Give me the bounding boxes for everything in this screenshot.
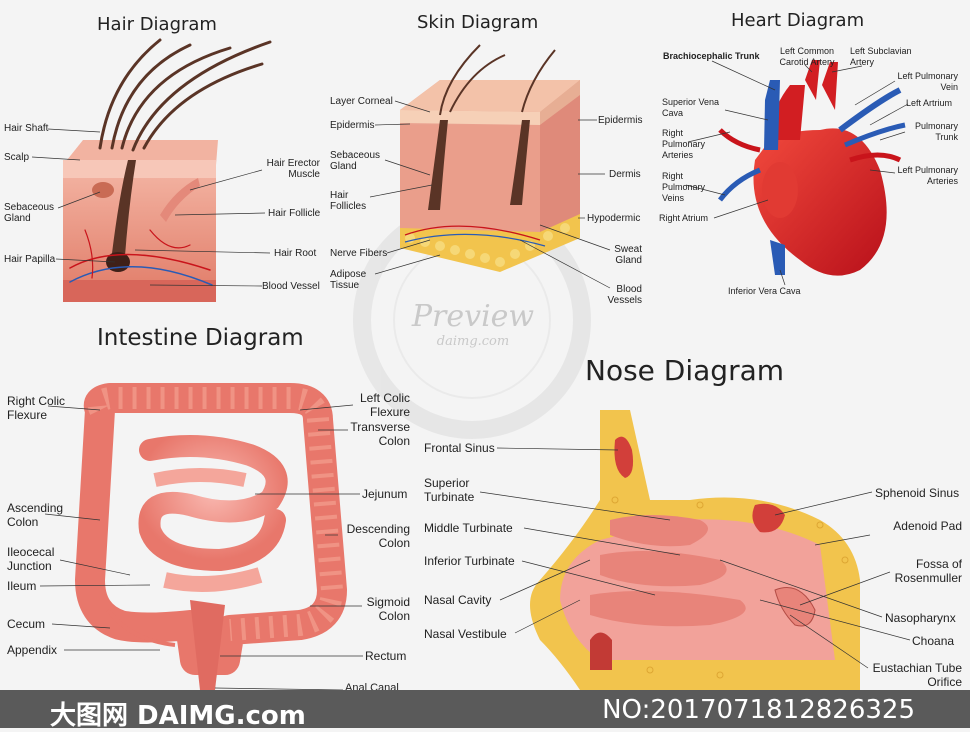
leader-lines [31, 60, 911, 691]
skin-diagram-title: Skin Diagram [417, 12, 539, 33]
label-blood-vessel: Blood Vessel [262, 281, 320, 292]
label-hair-root: Hair Root [274, 248, 317, 259]
label-left-artrium: Left Artrium [906, 98, 953, 108]
label-inferior-turbinate: Inferior Turbinate [424, 554, 515, 568]
label-sigmoid-colon: Sigmoid Colon [366, 595, 410, 623]
label-cecum: Cecum [7, 617, 46, 631]
label-nasopharynx: Nasopharynx [885, 611, 956, 625]
label-adipose-tissue: Adipose Tissue [330, 269, 367, 291]
skin-illustration [400, 44, 580, 272]
watermark: Preview daimg.com [398, 299, 548, 350]
label-middle-turbinate: Middle Turbinate [424, 521, 513, 535]
footer-bar: 大图网 DAIMG.com NO:20170718128263​25 [0, 690, 970, 731]
label-left-pulmonary-arteries: Left Pulmonary Arteries [897, 165, 958, 186]
label-left-subclavian-artery: Left Subclavian Artery [850, 46, 912, 67]
label-inferior-vera-cava: Inferior Vera Cava [728, 286, 801, 296]
label-brachiocephalic-trunk: Brachiocephalic Trunk [663, 51, 760, 61]
intestine-diagram-title: Intestine Diagram [97, 325, 304, 351]
label-ileum: Ileum [7, 579, 37, 593]
label-hypodermic: Hypodermic [587, 213, 641, 224]
label-skin-sebaceous-gland: Sebaceous Gland [330, 150, 381, 172]
label-hair-shaft: Hair Shaft [4, 123, 49, 134]
label-right-colic-flexure: Right Colic Flexure [7, 394, 66, 422]
label-dermis: Dermis [609, 169, 641, 180]
label-ascending-colon: Ascending Colon [7, 501, 64, 529]
nose-illustration [530, 410, 860, 690]
label-superior-turbinate: Superior Turbinate [424, 476, 475, 504]
label-superior-vena-cava: Superior Vena Cava [662, 97, 720, 118]
label-nasal-cavity: Nasal Cavity [424, 593, 492, 607]
label-left-pulmonary-vein: Left Pulmonary Vein [897, 71, 958, 92]
label-hair-follicles: Hair Follicles [330, 190, 367, 212]
label-blood-vessels: Blood Vessels [607, 284, 642, 306]
label-left-colic-flexure: Left Colic Flexure [359, 391, 410, 419]
label-choana: Choana [912, 634, 955, 648]
label-left-common-carotid-artery: Left Common Carotid Artery [779, 46, 835, 67]
label-hair-erector-muscle: Hair Erector Muscle [266, 158, 320, 180]
label-descending-colon: Descending Colon [346, 522, 410, 550]
label-scalp: Scalp [4, 152, 30, 163]
label-epidermis-right: Epidermis [598, 115, 643, 126]
label-sweat-gland: Sweat Gland [614, 244, 642, 266]
label-pulmonary-trunk: Pulmonary Trunk [914, 121, 958, 142]
label-jejunum: Jejunum [362, 487, 408, 501]
label-ileocecal-junction: Ileocecal Junction [7, 545, 55, 573]
footer-image-number: NO:20170718128263​25 [602, 695, 915, 725]
label-nerve-fibers: Nerve Fibers [330, 248, 388, 259]
nose-diagram-title: Nose Diagram [585, 354, 785, 387]
label-hair-papilla: Hair Papilla [4, 254, 56, 265]
label-transverse-colon: Transverse Colon [350, 420, 410, 448]
label-right-atrium: Right Atrium [659, 213, 709, 223]
watermark-main: Preview [411, 299, 535, 334]
label-adenoid-pad: Adenoid Pad [893, 519, 962, 533]
footer-site-brand: 大图网 DAIMG.com [50, 701, 306, 731]
label-rectum: Rectum [365, 649, 407, 663]
label-right-pulmonary-veins: Right Pulmonary Veins [662, 171, 706, 203]
label-layer-corneal: Layer Corneal [330, 96, 393, 107]
heart-illustration [718, 60, 906, 276]
label-appendix: Appendix [7, 643, 58, 657]
intestine-illustration [75, 383, 347, 690]
label-anal-canal: Anal Canal [345, 682, 399, 694]
hair-illustration [63, 38, 272, 302]
label-right-pulmonary-arteries: Right Pulmonary Arteries [662, 128, 706, 160]
label-frontal-sinus: Frontal Sinus [424, 441, 495, 455]
label-fossa-of-rosenmuller: Fossa of Rosenmuller [894, 557, 962, 585]
label-epidermis-left: Epidermis [330, 120, 375, 131]
label-hair-follicle: Hair Follicle [268, 208, 321, 219]
label-sphenoid-sinus: Sphenoid Sinus [875, 486, 960, 500]
label-sebaceous-gland: Sebaceous Gland [4, 202, 55, 224]
label-nasal-vestibule: Nasal Vestibule [424, 627, 507, 641]
label-eustachian-tube-orifice: Eustachian Tube Orifice [872, 661, 962, 689]
watermark-sub: daimg.com [436, 334, 510, 349]
hair-diagram-title: Hair Diagram [97, 14, 217, 35]
heart-diagram-title: Heart Diagram [731, 10, 865, 31]
